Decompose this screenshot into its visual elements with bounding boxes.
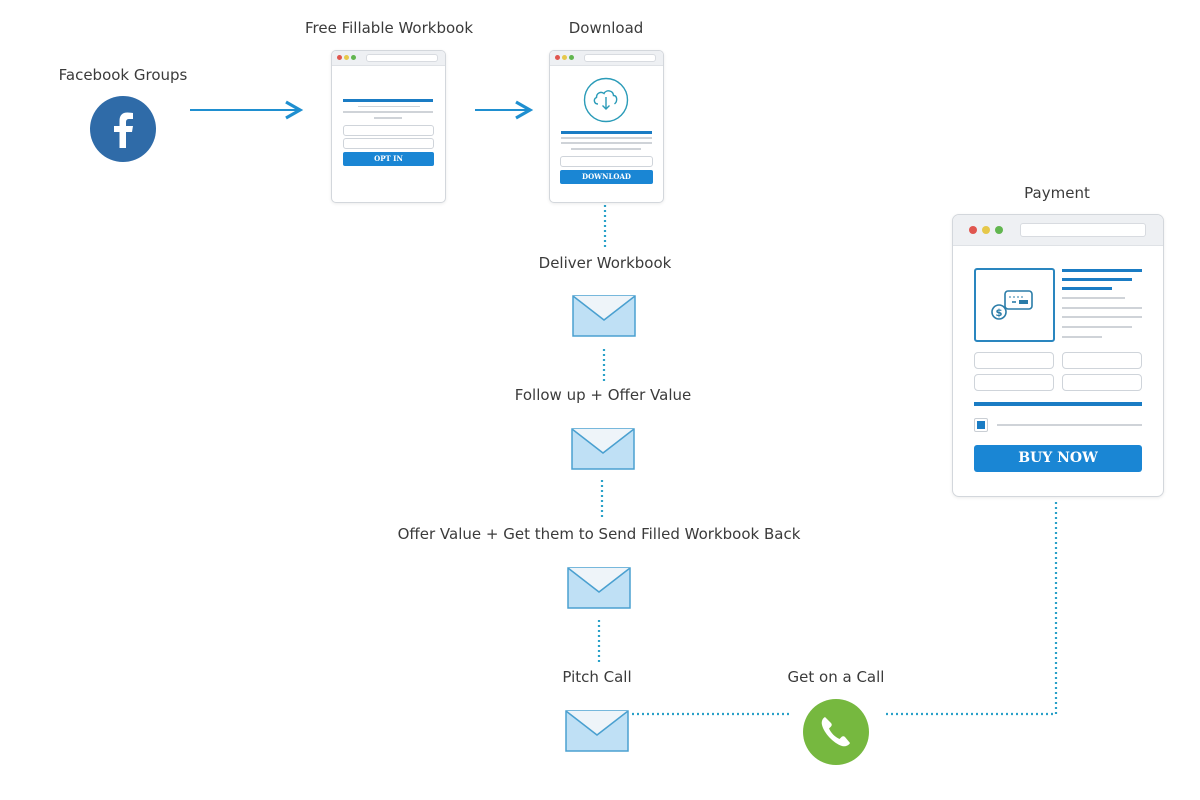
optin-page-label: Free Fillable Workbook [304, 19, 474, 37]
divider-line [974, 402, 1142, 406]
text-line [1062, 336, 1102, 338]
text-line [1062, 316, 1142, 318]
payment-field[interactable] [1062, 352, 1142, 369]
opt-in-button[interactable]: OPT IN [343, 152, 434, 166]
payment-field[interactable] [1062, 374, 1142, 391]
maximize-dot-icon [995, 226, 1003, 234]
download-page-mockup[interactable]: DOWNLOAD [549, 50, 664, 203]
url-bar [584, 54, 656, 62]
optin-email-field[interactable] [343, 138, 434, 149]
headline-line [561, 131, 652, 134]
browser-bar [550, 51, 663, 66]
text-line [1062, 326, 1132, 328]
download-email-field[interactable] [560, 156, 653, 167]
maximize-dot-icon [569, 55, 574, 60]
text-line [561, 137, 652, 139]
facebook-groups-label: Facebook Groups [58, 66, 188, 84]
text-line [561, 142, 652, 144]
close-dot-icon [337, 55, 342, 60]
follow-up-label: Follow up + Offer Value [514, 386, 692, 404]
envelope-icon[interactable] [571, 428, 635, 470]
terms-checkbox[interactable] [974, 418, 988, 432]
browser-bar [953, 215, 1163, 246]
envelope-icon[interactable] [572, 295, 636, 337]
download-button[interactable]: DOWNLOAD [560, 170, 653, 184]
pitch-call-label: Pitch Call [562, 668, 632, 686]
text-line [997, 424, 1142, 426]
minimize-dot-icon [344, 55, 349, 60]
browser-bar [332, 51, 445, 66]
cloud-download-icon [583, 77, 629, 123]
url-bar [366, 54, 438, 62]
payment-label: Payment [1024, 184, 1090, 202]
buy-now-button[interactable]: BUY NOW [974, 445, 1142, 472]
phone-icon[interactable] [803, 699, 869, 765]
optin-name-field[interactable] [343, 125, 434, 136]
optin-page-mockup[interactable]: OPT IN [331, 50, 446, 203]
facebook-icon[interactable] [90, 96, 156, 162]
payment-field[interactable] [974, 352, 1054, 369]
text-line [343, 111, 433, 113]
payment-card-icon: $ [974, 268, 1055, 342]
get-on-a-call-label: Get on a Call [787, 668, 885, 686]
dotted-call-to-payment [886, 500, 1058, 716]
maximize-dot-icon [351, 55, 356, 60]
text-line [374, 117, 402, 119]
payment-page-mockup[interactable]: $ BUY NOW [952, 214, 1164, 497]
text-line [358, 106, 420, 107]
minimize-dot-icon [562, 55, 567, 60]
checkbox-check-icon [977, 421, 985, 429]
svg-text:$: $ [996, 308, 1003, 319]
url-bar [1020, 223, 1146, 237]
envelope-icon[interactable] [567, 567, 631, 609]
headline-line [1062, 278, 1132, 281]
headline-line [1062, 287, 1112, 290]
close-dot-icon [555, 55, 560, 60]
envelope-icon[interactable] [565, 710, 629, 752]
deliver-workbook-label: Deliver Workbook [538, 254, 672, 272]
text-line [1062, 297, 1125, 299]
headline-line [343, 99, 433, 102]
text-line [1062, 307, 1142, 309]
download-page-label: Download [568, 19, 644, 37]
close-dot-icon [969, 226, 977, 234]
minimize-dot-icon [982, 226, 990, 234]
headline-line [1062, 269, 1142, 272]
payment-field[interactable] [974, 374, 1054, 391]
text-line [571, 148, 641, 150]
offer-value-label: Offer Value + Get them to Send Filled Wo… [397, 525, 801, 543]
